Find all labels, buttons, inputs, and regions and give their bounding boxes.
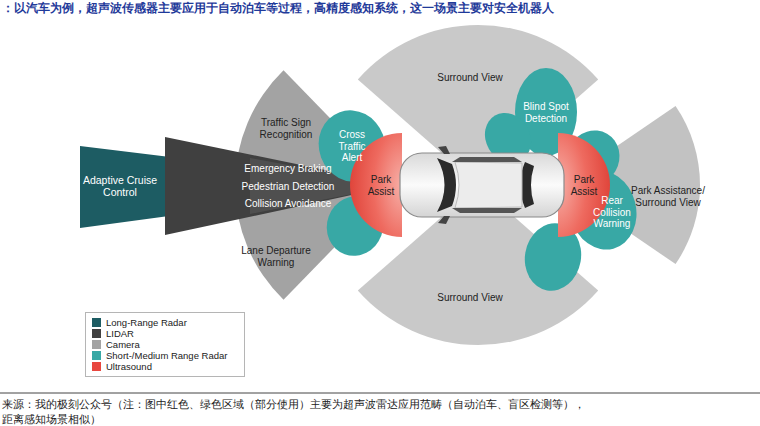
source-note: 来源：我的极刻公众号（注：图中红色、绿色区域（部分使用）主要为超声波雷达应用范畴…	[2, 397, 585, 412]
header-text: ：以汽车为例，超声波传感器主要应用于自动泊车等过程，高精度感知系统，这一场景主要…	[2, 0, 554, 17]
source-note: 距离感知场景相似）	[2, 412, 101, 426]
zone-label: Traffic Sign Recognition	[245, 117, 327, 140]
legend-entry: Camera	[92, 339, 238, 350]
zone-label: Emergency Braking	[227, 160, 349, 178]
zone-label-box: Blind Spot Detection	[523, 101, 569, 124]
zone-label: Lane Departure Warning	[235, 245, 317, 268]
zone-label: Blind Spot Detection	[523, 101, 569, 124]
zone-label-box: Lane Departure Warning	[235, 245, 317, 268]
zone-label-box: Park Assist	[365, 174, 397, 197]
car	[400, 146, 564, 224]
legend-swatch	[92, 318, 101, 327]
zone-label: Park Assist	[365, 174, 397, 197]
zone-label: Cross Traffic Alert	[331, 129, 373, 164]
zone-label: Rear Collision Warning	[588, 195, 636, 230]
legend-entry: LIDAR	[92, 328, 238, 339]
legend-text: Ultrasound	[106, 361, 152, 372]
legend-text: LIDAR	[106, 328, 134, 339]
footer-rule	[0, 393, 760, 394]
legend-swatch	[92, 340, 101, 349]
zone-label: Pedestrian Detection	[227, 177, 349, 195]
zone-label: Surround View	[424, 292, 516, 304]
legend-text: Camera	[106, 339, 140, 350]
zone-label: Park Assist	[568, 174, 600, 197]
legend-swatch	[92, 351, 101, 360]
legend-swatch	[92, 329, 101, 338]
zone-label: Adaptive Cruise Control	[81, 174, 159, 198]
zone-label: Collision Avoidance	[227, 195, 349, 213]
legend-text: Short-/Medium Range Radar	[106, 350, 227, 361]
legend-entry: Ultrasound	[92, 361, 238, 372]
zone-label-box: Park Assist	[568, 174, 600, 197]
legend-text: Long-Range Radar	[106, 317, 187, 328]
zone-label-box: Adaptive Cruise Control	[81, 174, 159, 198]
legend-swatch	[92, 362, 101, 371]
zone-label-box: Traffic Sign Recognition	[245, 117, 327, 140]
zone-label-box: Park Assistance/ Surround View	[625, 185, 711, 208]
legend-entry: Short-/Medium Range Radar	[92, 350, 238, 361]
legend-entry: Long-Range Radar	[92, 317, 238, 328]
legend: Long-Range RadarLIDARCameraShort-/Medium…	[85, 312, 245, 377]
zone-label-box: Emergency BrakingPedestrian DetectionCol…	[227, 160, 349, 213]
zone-label: Park Assistance/ Surround View	[625, 185, 711, 208]
zone-label-box: Cross Traffic Alert	[331, 129, 373, 164]
zone-label: Surround View	[424, 72, 516, 84]
zone-label-box: Surround View	[424, 292, 516, 304]
zone-label-box: Rear Collision Warning	[588, 195, 636, 230]
zone-label-box: Surround View	[424, 72, 516, 84]
